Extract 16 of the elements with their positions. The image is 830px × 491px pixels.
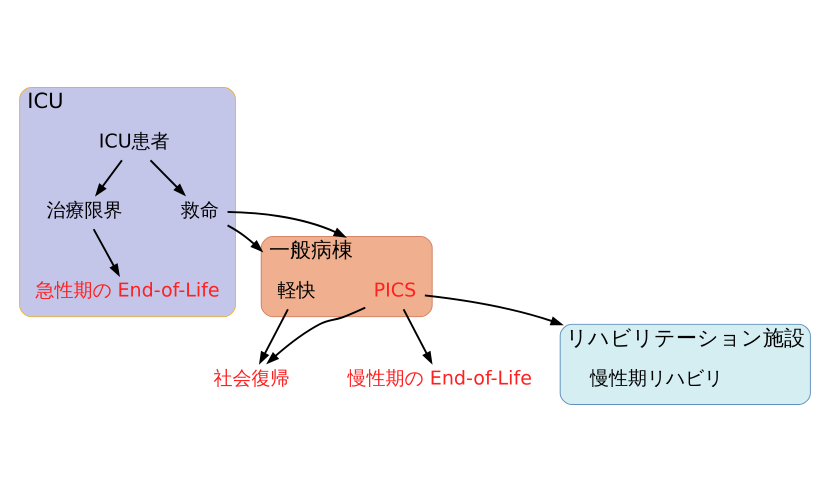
node-text: 急性期の End-of-Life [35,278,220,302]
arrow [92,228,120,277]
node-text: 慢性期の End-of-Life [348,366,532,389]
node-text: ICU患者 [98,129,170,152]
node-text: 軽快 [278,278,316,302]
arrow [150,159,186,196]
node-text: 救命 [181,198,220,221]
arrow [266,306,366,364]
node-text: 社会復帰 [214,366,290,389]
node-text: 慢性期リハビリ [590,366,724,389]
node-text: PICS [374,278,416,302]
arrow [94,159,123,196]
arrow [424,294,564,325]
arrow [227,224,264,252]
node-text: 治療限界 [46,198,123,221]
arrow [228,210,347,238]
